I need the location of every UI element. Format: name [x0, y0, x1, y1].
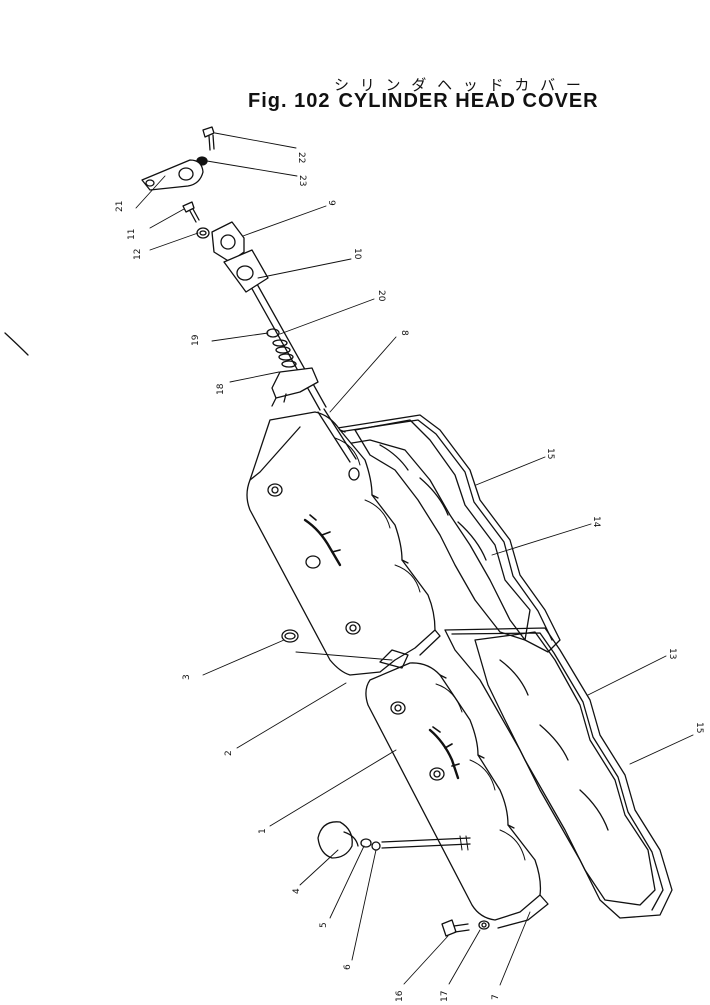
head-cover-upper: [246, 411, 441, 676]
head-cover-lower: [365, 662, 549, 929]
callout-7: 7: [491, 994, 501, 1000]
gasket-upper: [324, 414, 561, 653]
callout-20: 20: [376, 290, 386, 302]
callout-16: 16: [395, 990, 405, 1002]
figure-number: Fig. 102: [248, 90, 331, 112]
callout-13: 13: [667, 648, 677, 659]
gasket-lower: [444, 627, 673, 919]
callout-14: 14: [591, 516, 601, 528]
callout-11: 11: [127, 229, 137, 240]
callout-22: 22: [296, 152, 306, 163]
linkage-assembly: [141, 126, 360, 481]
callout-3: 3: [182, 674, 192, 680]
callout-19: 19: [191, 334, 201, 346]
callout-12: 12: [133, 249, 143, 260]
margin-mark: [4, 332, 29, 356]
callout-6: 6: [343, 964, 353, 970]
callout-2: 2: [224, 750, 234, 756]
callout-9: 9: [326, 200, 336, 206]
frame-lower: [474, 631, 656, 906]
leader-lines: [135, 132, 694, 986]
callout-4: 4: [292, 888, 302, 894]
callout-23: 23: [297, 175, 307, 186]
figure-title: Fig. 102 CYLINDER HEAD COVER: [248, 90, 607, 113]
callout-15-upper: 15: [545, 448, 555, 459]
callout-18: 18: [216, 383, 226, 395]
callout-10: 10: [352, 248, 362, 260]
callout-15-lower: 15: [694, 722, 704, 733]
small-parts: [281, 629, 490, 937]
title-japanese: シ リ ン ダ ヘ ッ ド カ バ ー: [334, 76, 584, 94]
callout-17: 17: [440, 991, 450, 1002]
breather-connector: [379, 649, 409, 669]
callout-labels: 22 23 21 11 12 9 10 20 19 8 18 15 14 13 …: [115, 152, 704, 1002]
callout-1: 1: [258, 828, 268, 834]
callout-8: 8: [399, 330, 409, 336]
callout-5: 5: [319, 922, 329, 928]
figure-name: CYLINDER HEAD COVER: [338, 90, 599, 112]
callout-21: 21: [115, 201, 125, 212]
frame-upper: [354, 419, 531, 641]
